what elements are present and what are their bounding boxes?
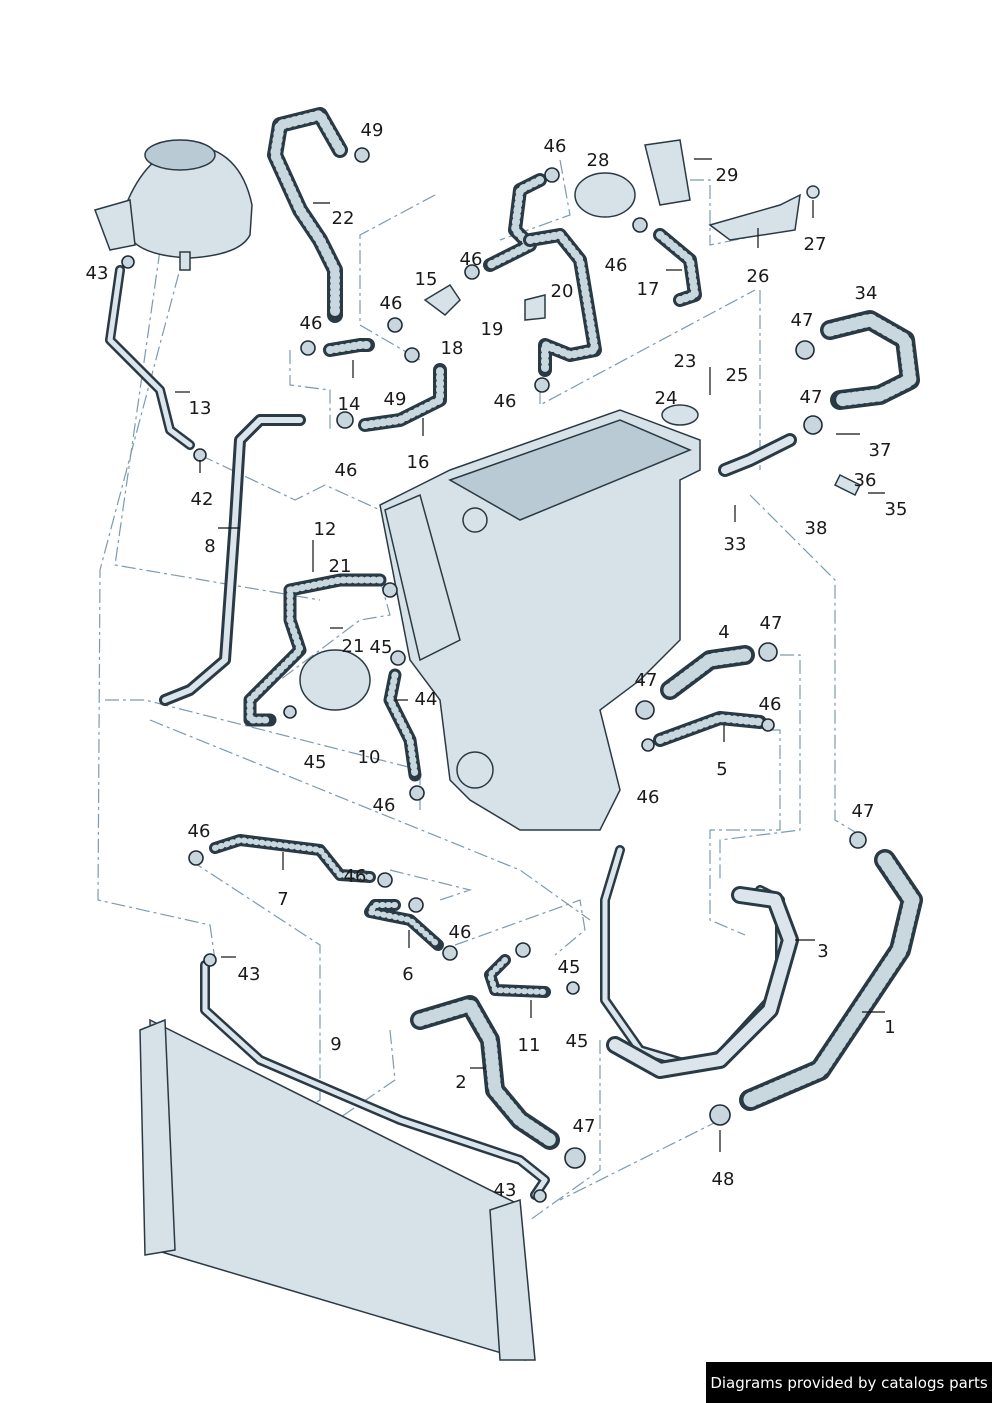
callout-43-tank: 43 — [85, 263, 109, 284]
callout-48: 48 — [711, 1169, 735, 1190]
callout-47-f: 47 — [572, 1116, 596, 1137]
callout-10: 10 — [357, 747, 381, 768]
hose-clamps — [121, 147, 867, 1203]
callout-3: 3 — [817, 941, 829, 962]
callout-36: 36 — [853, 470, 877, 491]
callout-46-j: 46 — [636, 787, 660, 808]
callout-37: 37 — [868, 440, 892, 461]
callout-46-e: 46 — [543, 136, 567, 157]
callout-12: 12 — [313, 519, 337, 540]
hoses — [209, 107, 923, 1150]
callout-46-k: 46 — [187, 821, 211, 842]
callout-21-upper: 21 — [328, 556, 352, 577]
rigid-pipes — [105, 265, 799, 1200]
callout-42: 42 — [190, 489, 214, 510]
callout-47-c: 47 — [759, 613, 783, 634]
callout-35: 35 — [884, 499, 908, 520]
callout-47-d: 47 — [634, 670, 658, 691]
callout-33: 33 — [723, 534, 747, 555]
callout-23: 23 — [673, 351, 697, 372]
engine-block — [379, 409, 701, 831]
callout-49-b: 49 — [383, 389, 407, 410]
callout-45-bottom: 45 — [565, 1031, 589, 1052]
callout-47-b: 47 — [799, 387, 823, 408]
callout-46-b: 46 — [379, 293, 403, 314]
callout-29: 29 — [715, 165, 739, 186]
callout-19: 19 — [480, 319, 504, 340]
callout-26: 26 — [746, 266, 770, 287]
callout-43-radiator: 43 — [493, 1180, 517, 1201]
callout-43-pipe: 43 — [237, 964, 261, 985]
callout-28: 28 — [586, 150, 610, 171]
callout-8: 8 — [204, 536, 216, 557]
callout-45-pipe: 45 — [557, 957, 581, 978]
callout-45-upper: 45 — [369, 637, 393, 658]
callout-22: 22 — [331, 208, 355, 229]
leader-lines — [175, 158, 885, 1152]
expansion-tank — [94, 139, 253, 271]
callout-46-l: 46 — [343, 866, 367, 887]
callout-46-i: 46 — [758, 694, 782, 715]
callout-46-c: 46 — [334, 460, 358, 481]
callout-45-lower: 45 — [303, 752, 327, 773]
callout-46-f: 46 — [604, 255, 628, 276]
callout-49-a: 49 — [360, 120, 384, 141]
callout-13: 13 — [188, 398, 212, 419]
callout-21-lower: 21 — [341, 636, 365, 657]
callout-15: 15 — [414, 269, 438, 290]
callout-1: 1 — [884, 1017, 896, 1038]
callout-16: 16 — [406, 452, 430, 473]
callout-11: 11 — [517, 1035, 541, 1056]
callout-6: 6 — [402, 964, 414, 985]
callout-25: 25 — [725, 365, 749, 386]
callout-5: 5 — [716, 759, 728, 780]
callout-46-h: 46 — [372, 795, 396, 816]
diagram-credit-footer: Diagrams provided by catalogs parts — [706, 1362, 992, 1403]
callout-2: 2 — [455, 1072, 467, 1093]
callout-46-a: 46 — [299, 313, 323, 334]
callout-46-d: 46 — [459, 249, 483, 270]
callout-9: 9 — [330, 1034, 342, 1055]
callout-38: 38 — [804, 518, 828, 539]
callout-17: 17 — [636, 279, 660, 300]
callout-44: 44 — [414, 689, 438, 710]
callout-7: 7 — [277, 889, 289, 910]
callout-24: 24 — [654, 388, 678, 409]
callout-14: 14 — [337, 394, 361, 415]
misc-parts — [299, 139, 862, 711]
callout-20: 20 — [550, 281, 574, 302]
callout-46-g: 46 — [493, 391, 517, 412]
callout-47-a: 47 — [790, 310, 814, 331]
radiator — [139, 1018, 536, 1362]
callout-18: 18 — [440, 338, 464, 359]
callout-47-e: 47 — [851, 801, 875, 822]
callout-4: 4 — [718, 622, 730, 643]
callout-34: 34 — [854, 283, 878, 304]
callout-27: 27 — [803, 234, 827, 255]
callout-46-m: 46 — [448, 922, 472, 943]
